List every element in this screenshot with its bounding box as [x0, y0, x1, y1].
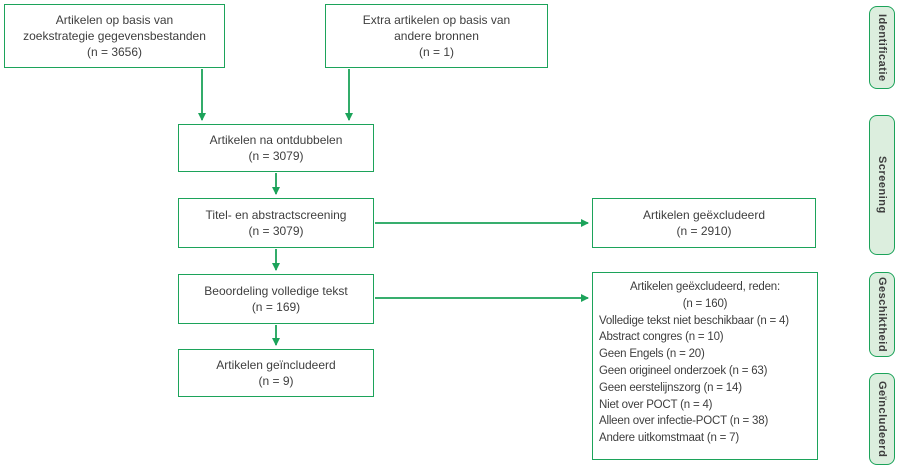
box-count: (n = 160) — [682, 297, 728, 310]
box-line: Titel- en abstractscreening — [205, 208, 347, 222]
exclusion-reason: Geen Engels (n = 20) — [599, 348, 705, 361]
box-line: Artikelen geëxcludeerd, reden: — [630, 281, 780, 293]
box-db-search: Artikelen op basis van zoekstrategie geg… — [4, 4, 225, 68]
stage-label-text: Geïncludeerd — [876, 380, 888, 458]
box-line: Artikelen na ontdubbelen — [209, 133, 343, 147]
box-count: (n = 3656) — [86, 45, 143, 59]
box-excluded-reasons: Artikelen geëxcludeerd, reden: (n = 160)… — [592, 272, 818, 460]
box-title-abstract-screening: Titel- en abstractscreening (n = 3079) — [178, 198, 374, 248]
box-excluded-articles: Artikelen geëxcludeerd (n = 2910) — [592, 198, 816, 248]
box-line: Artikelen geïncludeerd — [216, 358, 336, 372]
exclusion-reason: Niet over POCT (n = 4) — [599, 398, 713, 411]
box-line: Extra artikelen op basis van — [362, 13, 511, 27]
exclusion-reason: Abstract congres (n = 10) — [599, 331, 724, 344]
exclusion-reason: Alleen over infectie-POCT (n = 38) — [599, 415, 769, 428]
box-count: (n = 9) — [258, 374, 294, 388]
box-count: (n = 3079) — [248, 224, 304, 238]
box-line: Artikelen geëxcludeerd — [642, 208, 766, 222]
stage-label-text: Geschiktheid — [876, 276, 888, 353]
box-deduplicated: Artikelen na ontdubbelen (n = 3079) — [178, 124, 374, 172]
box-included-articles: Artikelen geïncludeerd (n = 9) — [178, 349, 374, 397]
stage-label-text: Screening — [876, 156, 888, 214]
box-line: Artikelen op basis van — [55, 13, 174, 27]
box-line: zoekstrategie gegevensbestanden — [23, 29, 206, 43]
box-count: (n = 169) — [251, 300, 301, 314]
stage-label-identification: Identificatie — [869, 6, 895, 89]
stage-label-eligibility: Geschiktheid — [869, 272, 895, 357]
exclusion-reason: Volledige tekst niet beschikbaar (n = 4) — [599, 314, 789, 327]
box-other-sources: Extra artikelen op basis van andere bron… — [325, 4, 548, 68]
exclusion-reason: Andere uitkomstmaat (n = 7) — [599, 432, 740, 445]
box-count: (n = 2910) — [676, 224, 732, 238]
box-count: (n = 1) — [418, 45, 454, 59]
stage-label-screening: Screening — [869, 115, 895, 255]
stage-label-included: Geïncludeerd — [869, 373, 895, 465]
exclusion-reason: Geen origineel onderzoek (n = 63) — [599, 364, 768, 377]
stage-label-text: Identificatie — [876, 13, 888, 82]
box-line: Beoordeling volledige tekst — [204, 284, 348, 298]
box-line: andere bronnen — [394, 29, 479, 43]
exclusion-reason: Geen eerstelijnszorg (n = 14) — [599, 381, 742, 394]
box-count: (n = 3079) — [248, 149, 304, 163]
box-full-text-assessment: Beoordeling volledige tekst (n = 169) — [178, 274, 374, 324]
